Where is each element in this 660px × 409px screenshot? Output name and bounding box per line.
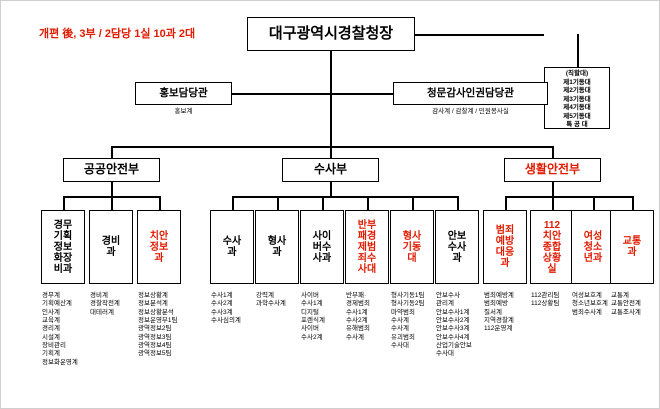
unit-node-112치안종합상황실: 112 치안 종합 상황 실 [530, 210, 574, 284]
unit-sub-0: 경무계 기획예산계 인사계 교육계 경리계 시설계 장비관리 기획계 정보화운영… [42, 292, 78, 366]
connector-unitstem-2 [552, 182, 554, 196]
connector-stack-vertical [577, 34, 579, 67]
unit-sub-3: 수사1계 수사2계 수사3계 수사심의계 [211, 292, 241, 324]
unit-label-11: 여성 청소 년과 [583, 230, 603, 264]
unit-sub-5: 사이버 수사1계 디지털 포렌식계 사이버 수사2계 [301, 292, 325, 341]
unit-node-교통과: 교통 과 [610, 210, 654, 284]
unit-node-사이버수사과: 사이 버수 사과 [300, 210, 344, 284]
unit-label-12: 교통 과 [622, 236, 642, 258]
division-node-수사부: 수사부 [282, 158, 379, 182]
unit-label-9: 범죄 예방 대응 과 [495, 225, 515, 269]
connector-unit-drop-8 [457, 196, 459, 210]
connector-unit-drop-11 [593, 196, 595, 210]
connector-division-drop-1 [330, 146, 332, 158]
unit-node-안보수사과: 안보 수사 과 [435, 210, 479, 284]
unit-node-여성청소년과: 여성 청소 년과 [571, 210, 615, 284]
unit-node-범죄예방대응과: 범죄 예방 대응 과 [483, 210, 527, 284]
connector-division-bar [111, 146, 553, 148]
staff-node-청문감사인권담당관: 청문감사인권담당관 [393, 82, 548, 105]
connector-unitstem-1 [330, 182, 332, 196]
connector-division-drop-0 [111, 146, 113, 158]
chart-caption: 개편 後, 3부 / 2담당 1실 10과 2대 [39, 28, 196, 40]
connector-division-drop-2 [552, 146, 554, 158]
connector-staff-left [183, 93, 330, 95]
division-label-0: 공공안전부 [83, 162, 140, 177]
unit-sub-9: 범죄예방계 범죄예방 질서계 지역경찰계 112운영계 [484, 292, 514, 333]
unit-sub-11: 여성보호계 청소년보호계 범죄수사계 [572, 292, 608, 316]
unit-node-경비과: 경비 과 [89, 210, 133, 284]
connector-unit-drop-0 [63, 196, 65, 210]
connector-unit-drop-2 [159, 196, 161, 210]
connector-group-bar-2 [505, 196, 632, 198]
direct-units-stack: (직할대) 제1기동대 제2기동대 제3기동대 제4기동대 제5기동대 특 공 … [544, 67, 610, 129]
root-node-label: 대구광역시경찰청장 [268, 24, 394, 42]
unit-sub-6: 반부패· 경제범죄 수사1계 수사2계 유해범죄 수사계 [346, 292, 370, 341]
unit-label-10: 112 치안 종합 상황 실 [542, 219, 562, 275]
unit-label-1: 경비 과 [101, 236, 121, 258]
division-label-1: 수사부 [313, 162, 348, 177]
division-label-2: 생활안전부 [524, 162, 581, 177]
unit-sub-10: 112관리팀 112상황팀 [531, 292, 560, 308]
connector-unit-drop-3 [232, 196, 234, 210]
unit-label-3: 수사 과 [222, 236, 242, 258]
unit-node-수사과: 수사 과 [210, 210, 254, 284]
unit-label-4: 형사 과 [267, 236, 287, 258]
connector-unit-drop-6 [367, 196, 369, 210]
staff-node-label-1: 청문감사인권담당관 [427, 86, 514, 99]
unit-sub-8: 안보수사 관리계 안보수사1계 안보수사2계 안보수사3계 안보수사4계 산업기… [436, 292, 472, 358]
unit-label-8: 안보 수사 과 [447, 230, 467, 264]
division-node-공공안전부: 공공안전부 [63, 158, 160, 182]
root-node-대구광역시경찰청장: 대구광역시경찰청장 [247, 17, 415, 51]
division-node-생활안전부: 생활안전부 [504, 158, 601, 182]
connector-unit-drop-9 [505, 196, 507, 210]
connector-group-bar-1 [232, 196, 457, 198]
unit-label-6: 반부 패경 제범 죄수 사대 [357, 219, 377, 275]
unit-node-반부패경제범죄수사대: 반부 패경 제범 죄수 사대 [345, 210, 389, 284]
staff-node-label-0: 홍보담당관 [159, 86, 208, 99]
staff-sub-0: 홍보계 [174, 108, 193, 115]
unit-node-경무기획정보화장비과: 경무 기획 정보 화장 비과 [41, 210, 85, 284]
connector-unit-drop-7 [412, 196, 414, 210]
connector-unit-drop-10 [552, 196, 554, 210]
unit-sub-4: 강력계 과학수사계 [256, 292, 286, 308]
connector-root-to-stack [415, 34, 544, 36]
unit-sub-2: 정보상황계 정보분석계 정보상황분석 정보운영부1팀 광역정보2팀 광역정보3팀… [138, 292, 178, 358]
connector-unit-drop-1 [111, 196, 113, 210]
unit-sub-12: 교통계 교통안전계 교통조사계 [611, 292, 641, 316]
unit-label-2: 치안 정보 과 [149, 230, 169, 264]
unit-sub-7: 형사기동1팀 형사기동2팀 마약범죄 수사계 수사계 유괴범죄 수사대 [391, 292, 425, 349]
connector-unit-drop-4 [277, 196, 279, 210]
staff-sub-1: 감사계 / 감찰계 / 민원봉사실 [432, 108, 509, 115]
unit-node-형사기동대: 형사 기동 대 [390, 210, 434, 284]
connector-unitstem-0 [111, 182, 113, 196]
staff-node-홍보담당관: 홍보담당관 [135, 82, 232, 105]
unit-sub-1: 경비계 경찰작전계 대테러계 [90, 292, 120, 316]
unit-node-치안정보과: 치안 정보 과 [137, 210, 181, 284]
connector-root-vertical [330, 51, 332, 146]
unit-label-0: 경무 기획 정보 화장 비과 [53, 219, 73, 275]
unit-label-7: 형사 기동 대 [402, 230, 422, 264]
unit-label-5: 사이 버수 사과 [312, 230, 332, 264]
unit-node-형사과: 형사 과 [255, 210, 299, 284]
connector-unit-drop-12 [632, 196, 634, 210]
connector-unit-drop-5 [322, 196, 324, 210]
